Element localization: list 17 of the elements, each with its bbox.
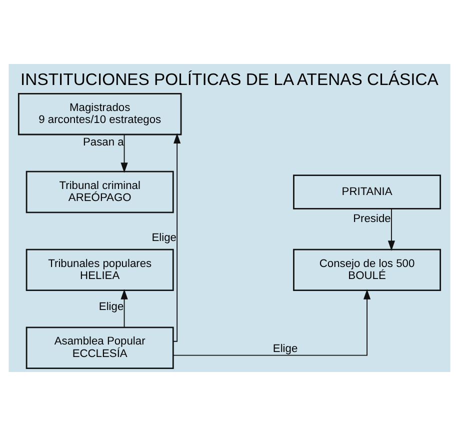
arrow — [172, 288, 371, 356]
node-box: Magistrados 9 arcontes/10 estrategos — [18, 92, 182, 135]
node-box: Tribunales populares HELIEA — [26, 248, 174, 291]
edge-label: Elige — [98, 300, 124, 312]
arrow — [120, 288, 128, 328]
edge-label: Pasan a — [82, 136, 124, 148]
node-box: PRITANIA — [293, 174, 442, 209]
edge-label: Preside — [353, 212, 391, 224]
edge-label: Elige — [272, 342, 298, 355]
arrow — [120, 134, 128, 172]
node-box: Tribunal criminal AREÓPAGO — [26, 170, 174, 213]
arrow — [388, 208, 396, 250]
node-box: Consejo de los 500 BOULÉ — [293, 248, 442, 291]
node-box: Asamblea Popular ECCLESÍA — [26, 326, 174, 368]
edge-label: Elige — [152, 231, 176, 244]
arrow — [172, 132, 181, 342]
diagram-title: INSTITUCIONES POLÍTICAS DE LA ATENAS CLÁSICA — [20, 69, 438, 88]
